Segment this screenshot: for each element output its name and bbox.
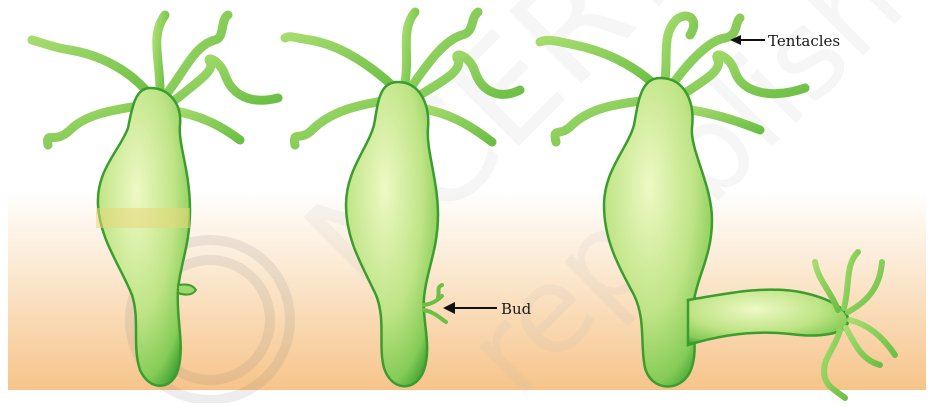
highlight-band: [96, 208, 190, 228]
tentacles-label: Tentacles: [768, 32, 840, 50]
bud-nub-stage-1: [178, 285, 196, 295]
bud-label: Bud: [501, 300, 531, 318]
